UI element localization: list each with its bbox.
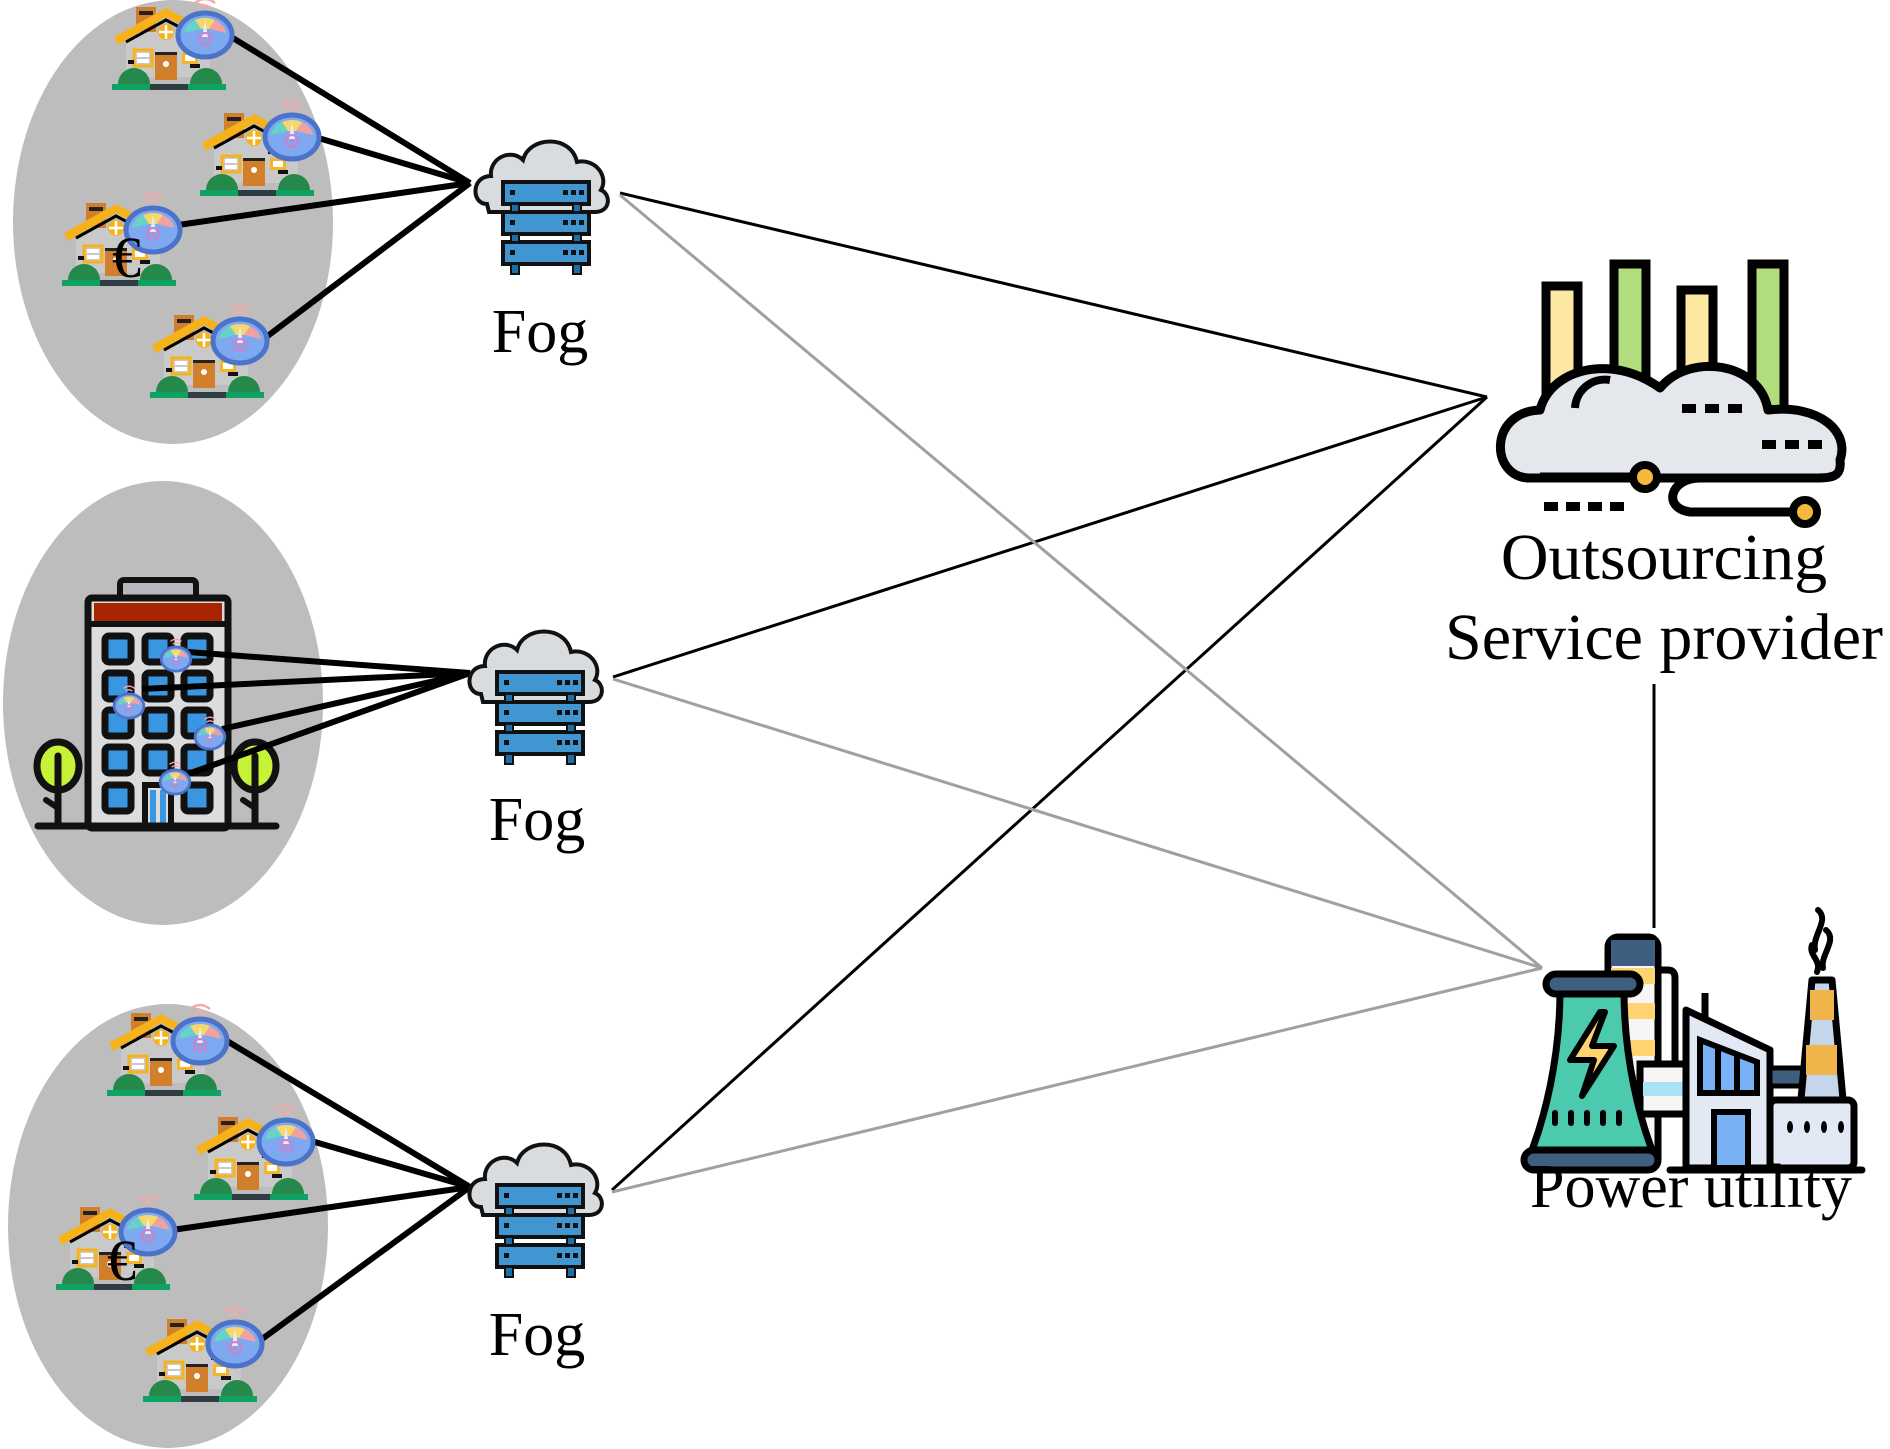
fog-to-power-links [611, 193, 1543, 1194]
tree-icon [33, 738, 83, 830]
meter-links-cluster-2 [141, 649, 472, 777]
cluster-2 [33, 577, 472, 832]
fog-server-icon [473, 139, 610, 276]
outsourcing-label-line1: Outsourcing [1501, 521, 1827, 594]
fog-node-3: Fog [467, 1142, 604, 1369]
meter-links-cluster-1 [177, 32, 472, 341]
cluster-3: € [54, 1005, 472, 1404]
fog-node-2: Fog [467, 629, 604, 854]
link-fog3-outsourcing [610, 395, 1489, 1192]
fog-server-icon [467, 629, 604, 766]
power-plant-icon [1520, 907, 1866, 1174]
power-utility-label: Power utility [1530, 1153, 1852, 1221]
link-fog1-power [619, 193, 1543, 970]
link-fog3-power [611, 966, 1543, 1194]
fog-node-1: Fog [473, 139, 610, 366]
link-fog1-outsourcing [619, 191, 1488, 399]
meter-links-cluster-3 [171, 1035, 472, 1345]
outsourcing-label-line2: Service provider [1445, 601, 1883, 674]
fog-label: Fog [489, 1301, 585, 1369]
link-fog2-power [612, 677, 1543, 970]
fog-label: Fog [489, 786, 585, 854]
fog-to-outsourcing-links [610, 191, 1489, 1192]
euro-symbol: € [107, 1228, 136, 1293]
power-utility: Power utility [1520, 907, 1866, 1221]
fog-label: Fog [492, 298, 588, 366]
cloud-analytics-icon [1495, 259, 1847, 528]
link-fog2-outsourcing [612, 395, 1488, 679]
fog-server-icon [467, 1142, 604, 1279]
cluster-1: € [60, 0, 472, 400]
outsourcing-service-provider: Outsourcing Service provider [1445, 259, 1883, 674]
euro-symbol: € [112, 225, 141, 290]
